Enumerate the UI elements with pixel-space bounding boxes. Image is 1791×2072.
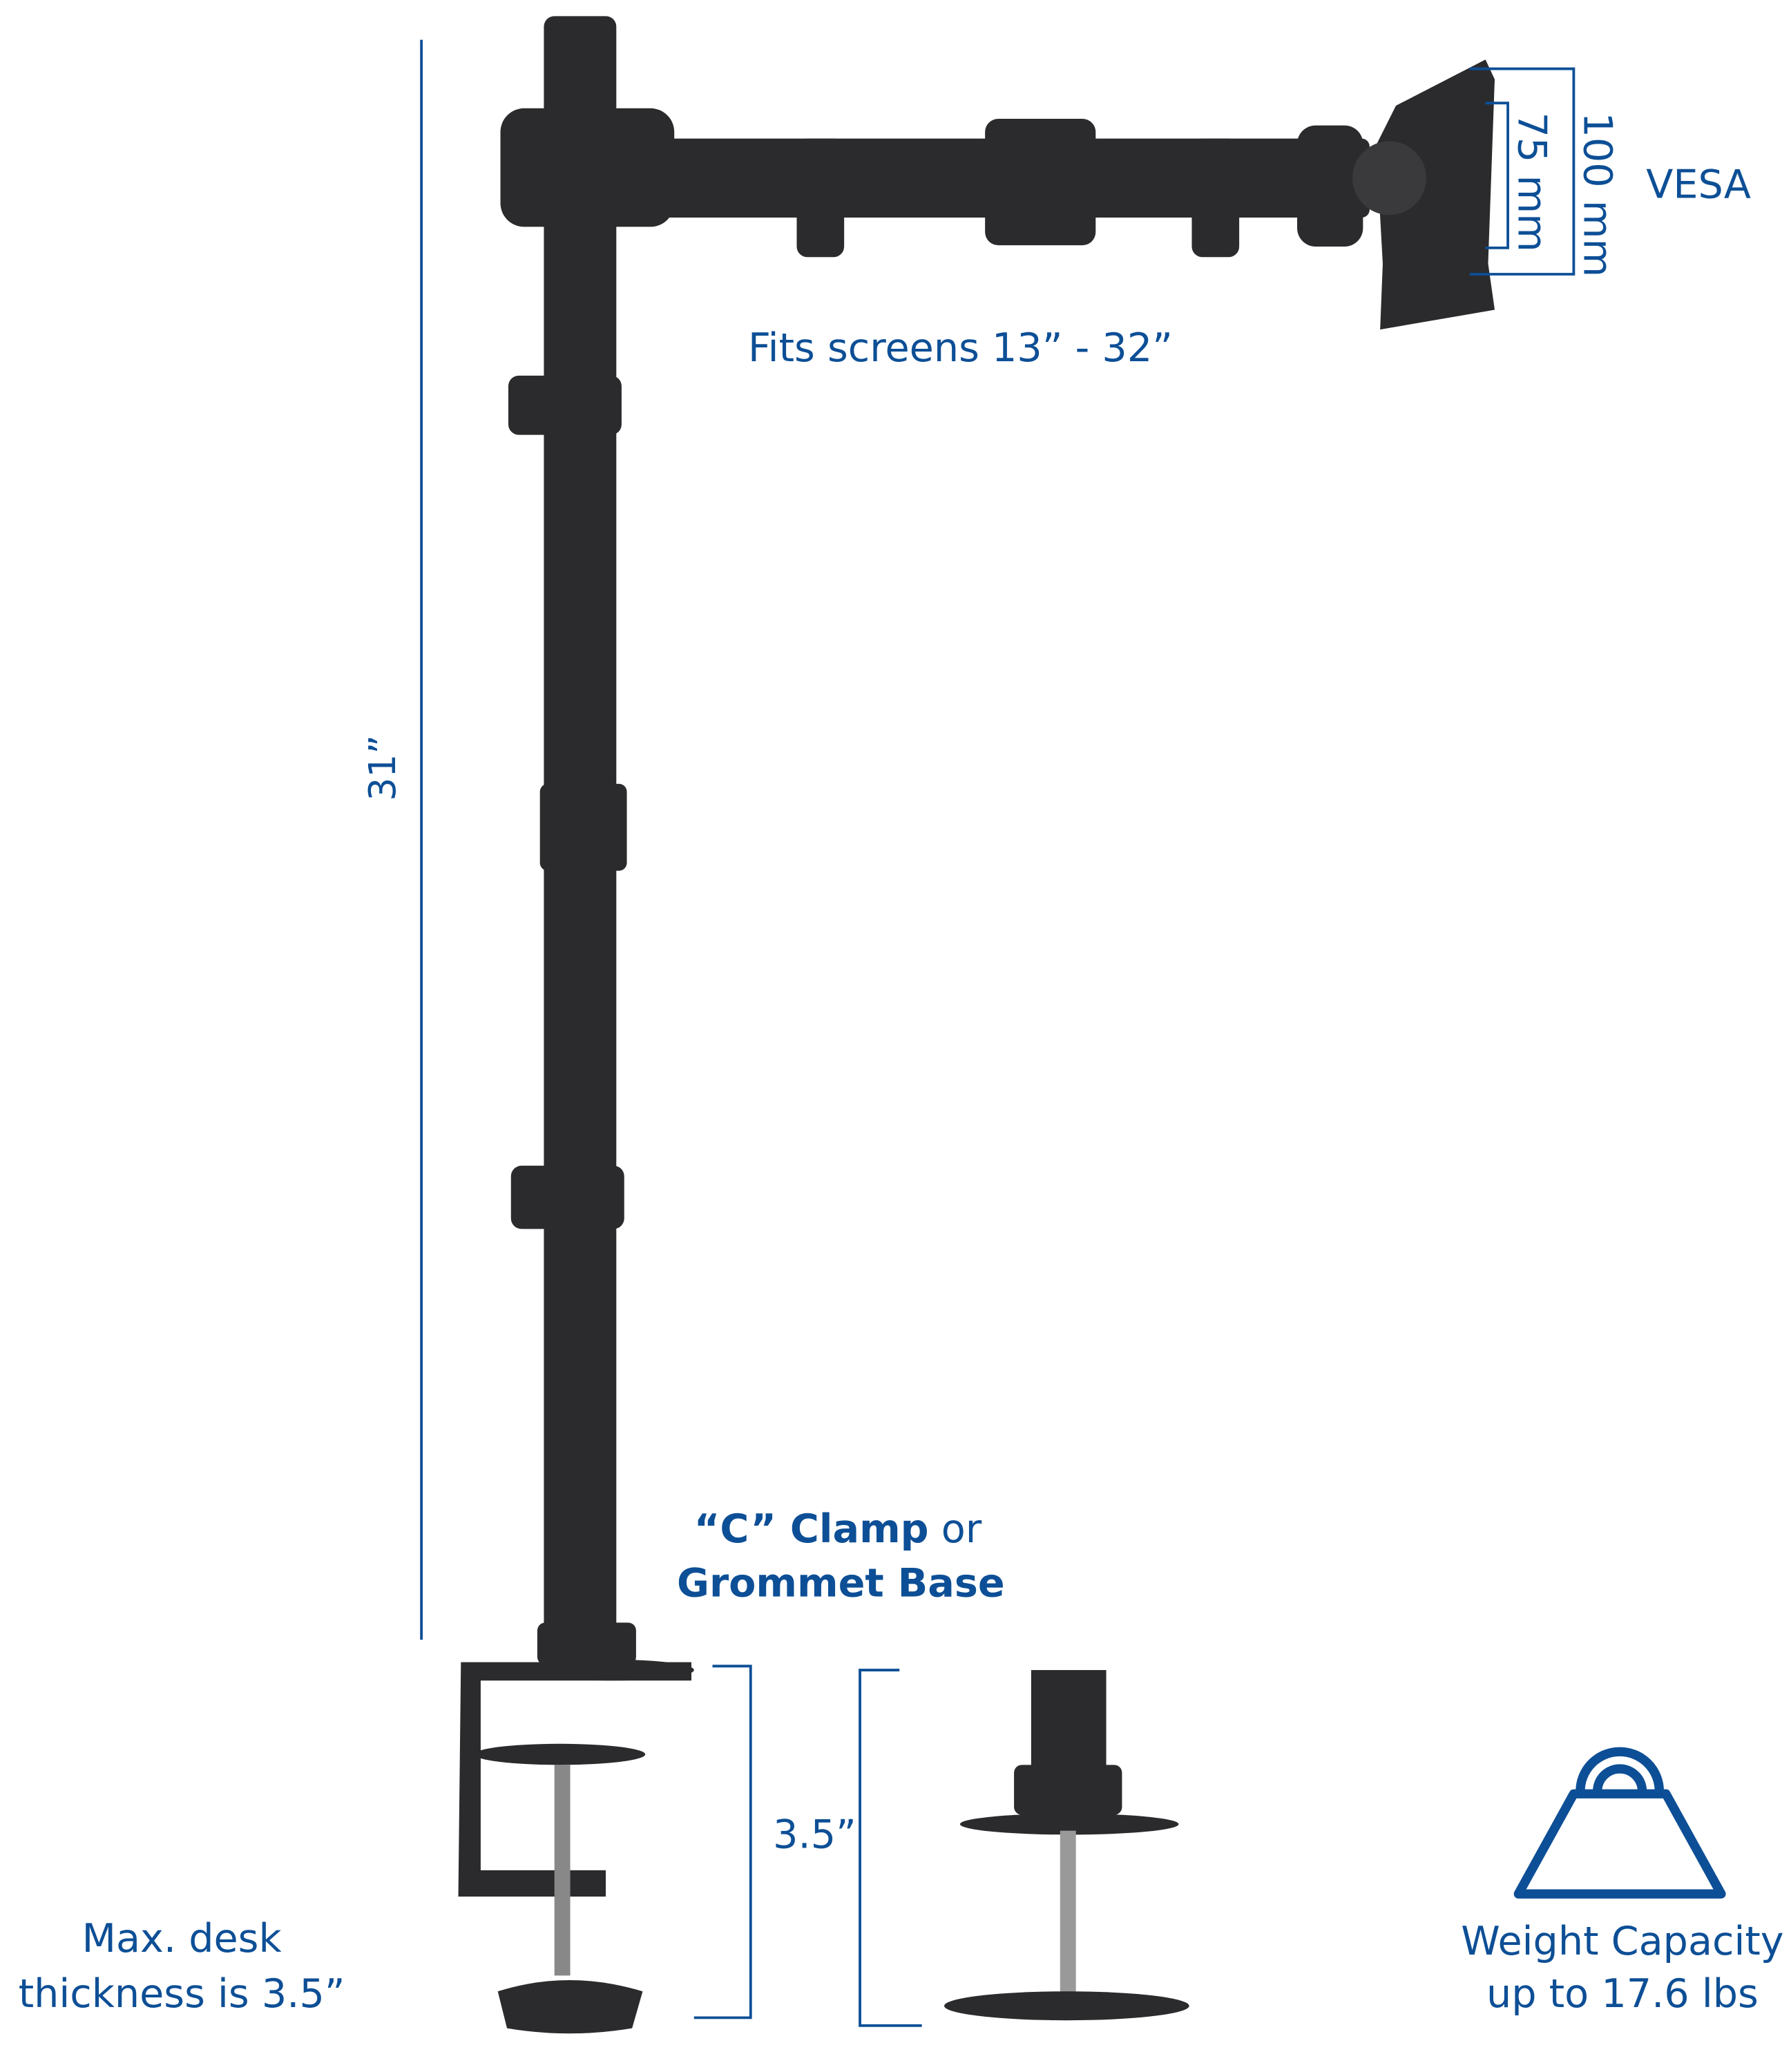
cable-clip	[796, 138, 845, 258]
cable-clip	[1191, 138, 1240, 258]
weight-icon	[1513, 1747, 1726, 1899]
grommet-base	[944, 1670, 1189, 2021]
grommet-cap	[1014, 1765, 1122, 1815]
weight-label-line2: up to 17.6 lbs	[1486, 1971, 1759, 2017]
grommet-pole	[1031, 1670, 1107, 1776]
or-text: or	[929, 1506, 982, 1552]
dimension-lines	[420, 39, 1575, 2027]
desk-label-line2: thickness is 3.5”	[19, 1971, 345, 2017]
clamp-pad	[474, 1743, 646, 1765]
arm-joint-end	[1297, 125, 1363, 247]
c-clamp	[458, 1662, 691, 1897]
grommet-top-plate	[959, 1813, 1179, 1835]
vesa-outer-label: 100 mm	[1575, 113, 1620, 278]
grommet-bracket	[859, 1669, 922, 2027]
vesa-inner-bracket	[1485, 102, 1509, 249]
base-flange	[537, 1622, 636, 1665]
desk-thickness-dimension: 3.5”	[773, 1812, 856, 1857]
tilt-knob	[1352, 141, 1426, 215]
desk-label-line1: Max. desk	[82, 1916, 282, 1961]
base-label-line2: Grommet Base	[677, 1560, 1005, 1606]
height-label: 31”	[361, 735, 404, 801]
pole-collar	[539, 783, 627, 871]
vesa-outer-bracket	[1469, 67, 1575, 276]
pole-clip	[510, 1165, 624, 1229]
arm-joint	[985, 119, 1096, 246]
vesa-plate	[1376, 59, 1495, 330]
grommet-bottom-plate	[944, 1991, 1189, 2021]
vesa-inner-label: 75 mm	[1509, 113, 1554, 252]
weight-label-line1: Weight Capacity	[1461, 1919, 1783, 1964]
grommet-screw	[1060, 1830, 1076, 1995]
base-label-line1: “C” Clamp or	[694, 1506, 982, 1552]
clamp-text: “C” Clamp	[694, 1506, 929, 1552]
monitor-arm	[458, 16, 1495, 2034]
clamp-bracket	[693, 1665, 752, 2020]
clamp-knob	[497, 1980, 643, 2034]
pole-clip	[508, 375, 622, 435]
screen-size-label: Fits screens 13” - 32”	[748, 325, 1173, 371]
clamp-screw	[554, 1765, 571, 1976]
vesa-label: VESA	[1646, 162, 1751, 207]
